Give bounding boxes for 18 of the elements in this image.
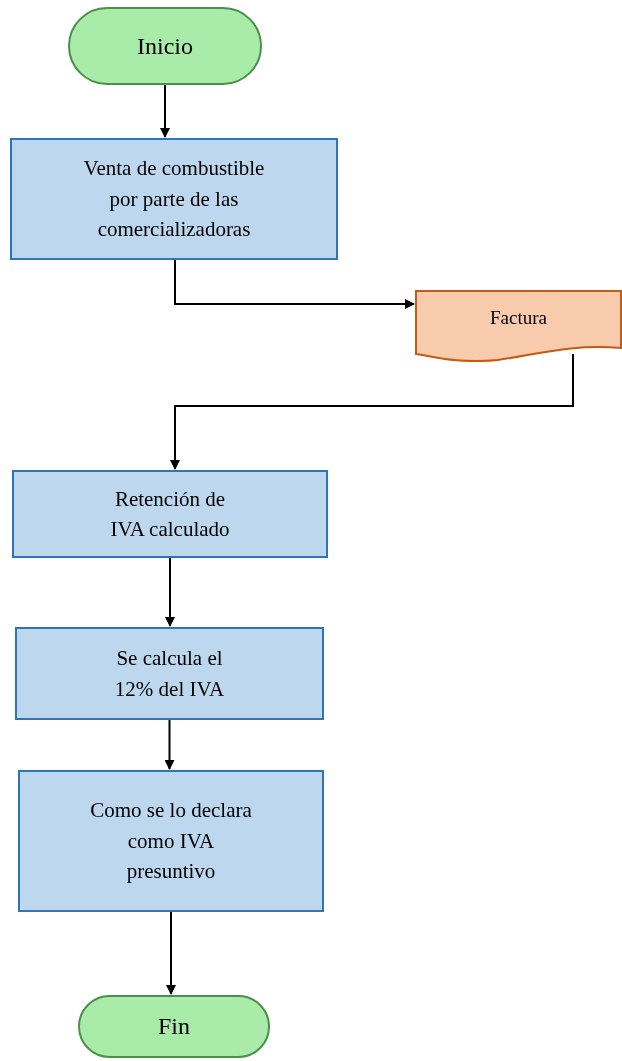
arrow [160,84,170,138]
process-box [10,138,338,260]
node-label: Factura [490,306,547,330]
process-box [18,770,324,912]
node-label: Retención de IVA calculado [109,485,231,543]
node-label: Inicio [137,31,193,61]
node-label: Venta de combustible por parte de las comercializadoras [82,155,266,244]
document-shape [415,290,622,362]
process-box [15,627,324,720]
process-box [12,470,328,558]
node-label: Fin [158,1012,190,1042]
arrow [165,557,175,627]
arrow [164,719,175,770]
node-label: Como se lo declara como IVA presuntivo [89,797,253,886]
arrow [170,353,574,470]
arrow [174,259,415,309]
node-label: Se calcula el 12% del IVA [113,645,226,703]
arrow [166,911,176,995]
